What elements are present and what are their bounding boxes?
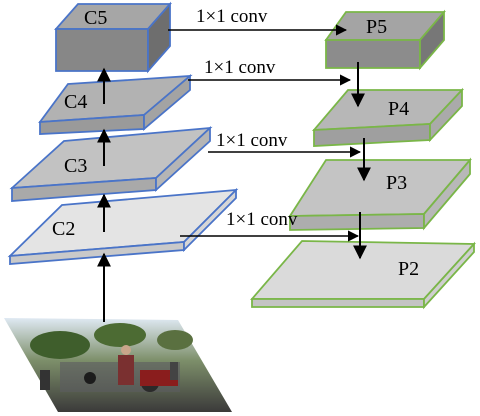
c4-layer bbox=[38, 74, 193, 135]
c5-layer bbox=[54, 1, 172, 74]
conv-label-c2-p2: 1×1 conv bbox=[226, 209, 298, 230]
c2-label: C2 bbox=[52, 218, 75, 240]
c5-label: C5 bbox=[84, 7, 107, 29]
c2-layer bbox=[7, 187, 239, 265]
p2-layer bbox=[250, 240, 477, 310]
input-image bbox=[4, 318, 232, 412]
c3-layer bbox=[9, 125, 213, 202]
conv-label-c3-p3: 1×1 conv bbox=[216, 130, 288, 151]
p3-label: P3 bbox=[386, 172, 407, 194]
p3-layer bbox=[288, 157, 472, 231]
p2-label: P2 bbox=[398, 258, 419, 280]
c4-label: C4 bbox=[64, 91, 87, 113]
p5-layer bbox=[324, 9, 446, 71]
p4-label: P4 bbox=[388, 98, 409, 120]
conv-label-c4-p4: 1×1 conv bbox=[204, 57, 276, 78]
c3-label: C3 bbox=[64, 155, 87, 177]
conv-label-c5-p5: 1×1 conv bbox=[196, 6, 268, 27]
p5-label: P5 bbox=[366, 16, 387, 38]
